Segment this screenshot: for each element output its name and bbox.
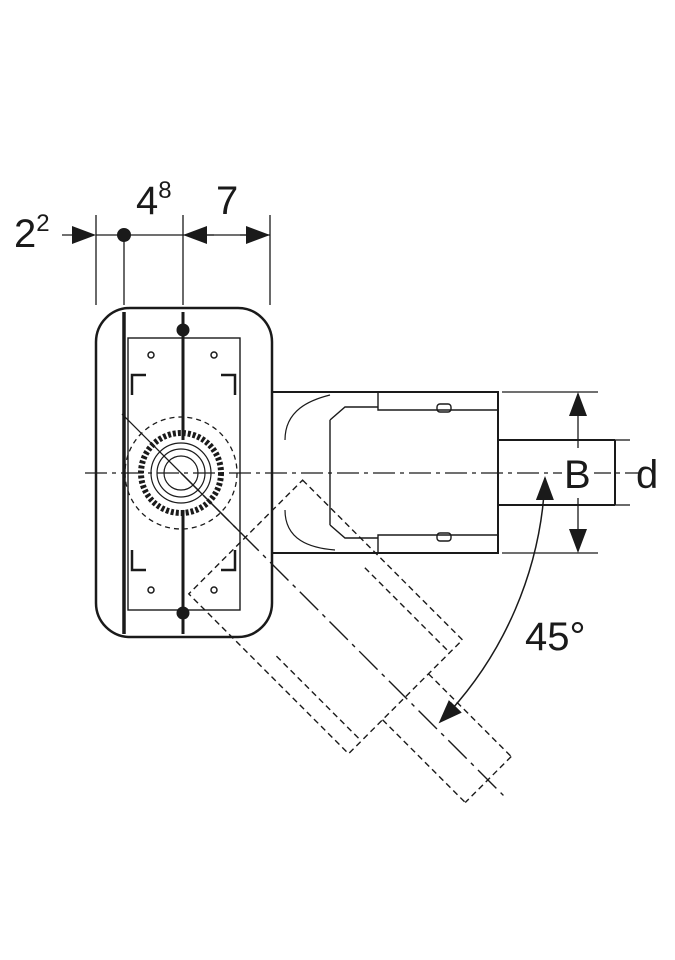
dim-right-offset: 7 [216,179,238,223]
dimension-dot [117,228,131,242]
dim-width-b: B [564,453,591,497]
dim-left-offset: 22 [14,210,50,256]
angle-arc [438,477,546,724]
right-dimension-lines [502,391,630,554]
dim-angle: 45° [525,615,586,659]
top-dimension-lines [62,215,271,305]
dim-center-offset: 48 [136,177,172,223]
pipe-fitting-rotated-45 [180,472,512,804]
dim-diameter-d: d [636,453,658,497]
angle-arrow-top [535,476,554,501]
